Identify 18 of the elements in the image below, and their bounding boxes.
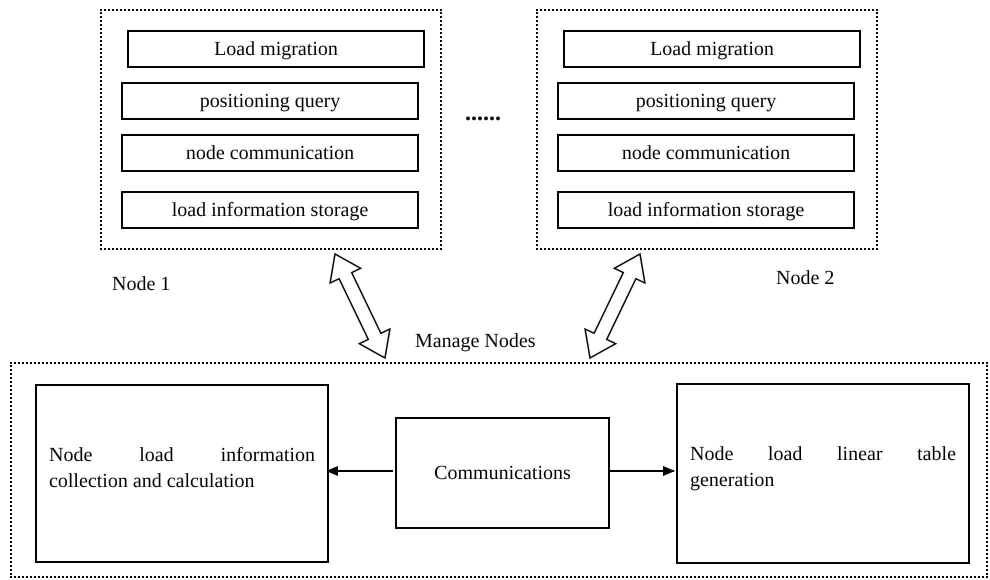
module-box: load information storage xyxy=(121,191,419,229)
module-box: node communication xyxy=(121,134,419,172)
group-title: Manage Nodes xyxy=(415,330,536,353)
ellipsis-text: ...... xyxy=(465,100,501,127)
arrow xyxy=(608,466,675,476)
module-box: Load migration xyxy=(127,30,425,68)
process-box: Node load linear table generation xyxy=(676,383,970,564)
process-box: Node load information collection and calculation xyxy=(35,384,329,563)
process-box: Communications xyxy=(395,417,610,529)
module-box: node communication xyxy=(557,134,855,172)
group-title: Node 2 xyxy=(776,267,834,290)
double-arrow xyxy=(329,252,391,360)
module-box: positioning query xyxy=(121,82,419,120)
module-box: positioning query xyxy=(557,82,855,120)
module-box: load information storage xyxy=(557,191,855,229)
group-title: Node 1 xyxy=(112,273,170,296)
double-arrow xyxy=(584,252,646,360)
module-box: Load migration xyxy=(563,30,861,68)
